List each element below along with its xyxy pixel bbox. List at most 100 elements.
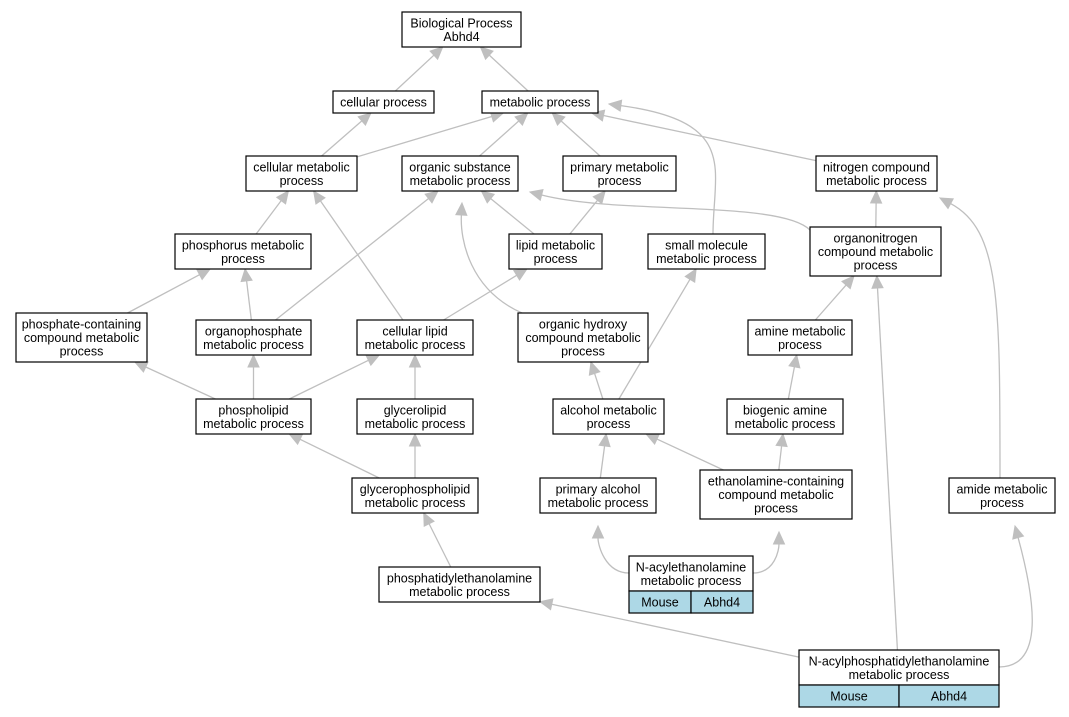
arrowhead xyxy=(429,46,444,61)
annotation-cell-box xyxy=(690,590,754,614)
node-label-line: metabolic process xyxy=(490,96,591,110)
edge-line xyxy=(876,287,899,651)
edge-line xyxy=(255,200,282,235)
node-label-line: process xyxy=(60,345,104,359)
node-label-line: compound metabolic xyxy=(718,488,833,502)
annotation-cell-mouse: Mouse xyxy=(798,684,900,708)
node-label-line: process xyxy=(534,252,578,266)
edge-ethanolamine-to-biogenic xyxy=(775,432,788,471)
node-box xyxy=(351,477,479,514)
node-label-line: cellular lipid xyxy=(382,324,447,338)
node-label-line: process xyxy=(778,338,822,352)
arrowhead xyxy=(357,112,372,126)
arrowhead xyxy=(841,275,855,290)
arrowhead xyxy=(312,190,326,205)
arrowhead xyxy=(588,360,601,376)
node-label-line: metabolic process xyxy=(203,338,304,352)
node-label-line: primary metabolic xyxy=(570,160,669,174)
edge-orgsub-to-metabolic xyxy=(479,112,529,157)
arrowhead xyxy=(528,189,544,202)
arrowhead xyxy=(538,598,554,611)
edge-amide-to-nitro xyxy=(938,197,1001,479)
arrowhead xyxy=(196,268,212,281)
node-label-line: metabolic process xyxy=(409,585,510,599)
node-nacylphos[interactable]: N-acylphosphatidylethanolaminemetabolic … xyxy=(798,649,1000,708)
node-label-line: process xyxy=(854,259,898,273)
node-box xyxy=(517,312,649,363)
node-label-line: glycerophospholipid xyxy=(360,482,471,496)
node-cellular[interactable]: cellular process xyxy=(332,90,435,114)
node-label-line: metabolic process xyxy=(641,574,742,588)
edge-line xyxy=(603,114,817,162)
annotation-cell-abhd4: Abhd4 xyxy=(898,684,1000,708)
edge-glycerophos-to-phospholipid xyxy=(288,433,380,479)
node-label-line: process xyxy=(561,345,605,359)
node-label-line: nitrogen compound xyxy=(823,160,930,174)
edge-phosethanol-to-glycerophos xyxy=(423,511,452,568)
node-label-line: alcohol metabolic xyxy=(560,403,657,417)
node-label-line: Biological Process xyxy=(410,16,512,30)
node-label-line: process xyxy=(280,174,324,188)
edge-line xyxy=(428,523,452,568)
arrowhead xyxy=(592,190,606,205)
edge-line xyxy=(597,537,630,574)
edge-ethanolamine-to-alcohol xyxy=(644,433,724,471)
node-label-line: metabolic process xyxy=(365,417,466,431)
annotation-cell-label: Abhd4 xyxy=(704,596,740,610)
node-label-line: phosphatidylethanolamine xyxy=(387,571,532,585)
node-label-line: phosphate-containing xyxy=(22,318,142,332)
node-box xyxy=(481,90,599,114)
edge-line xyxy=(814,284,847,321)
edge-nacylphos-to-amide xyxy=(998,524,1033,668)
node-label-line: amide metabolic xyxy=(956,482,1047,496)
edge-line xyxy=(319,200,404,321)
edge-primet-to-metabolic xyxy=(551,112,601,157)
edge-line xyxy=(599,445,606,479)
node-label-line: organonitrogen xyxy=(833,232,917,246)
arrowhead xyxy=(455,201,468,216)
arrowhead xyxy=(424,190,439,204)
edge-alcohol-to-smallmol xyxy=(618,267,697,400)
node-label-line: lipid metabolic xyxy=(516,238,595,252)
annotation-cell-label: Mouse xyxy=(641,596,679,610)
edge-cellmet-to-metabolic xyxy=(356,110,505,158)
edge-line xyxy=(998,537,1033,668)
arrowhead xyxy=(247,353,260,368)
node-label-line: ethanolamine-containing xyxy=(708,475,844,489)
edge-line xyxy=(541,194,811,231)
node-label-line: metabolic process xyxy=(735,417,836,431)
edge-orgnitro-to-nitro xyxy=(869,189,883,228)
node-metabolic[interactable]: metabolic process xyxy=(481,90,599,114)
node-label-line: compound metabolic xyxy=(24,331,139,345)
node-label-line: process xyxy=(754,502,798,516)
edge-celllipid-to-cellmet xyxy=(312,190,404,321)
arrowhead xyxy=(607,99,623,112)
node-box xyxy=(552,398,665,435)
edge-smallmol-to-metabolic xyxy=(607,99,717,235)
edge-phospholipid-to-orgphos xyxy=(247,353,260,399)
